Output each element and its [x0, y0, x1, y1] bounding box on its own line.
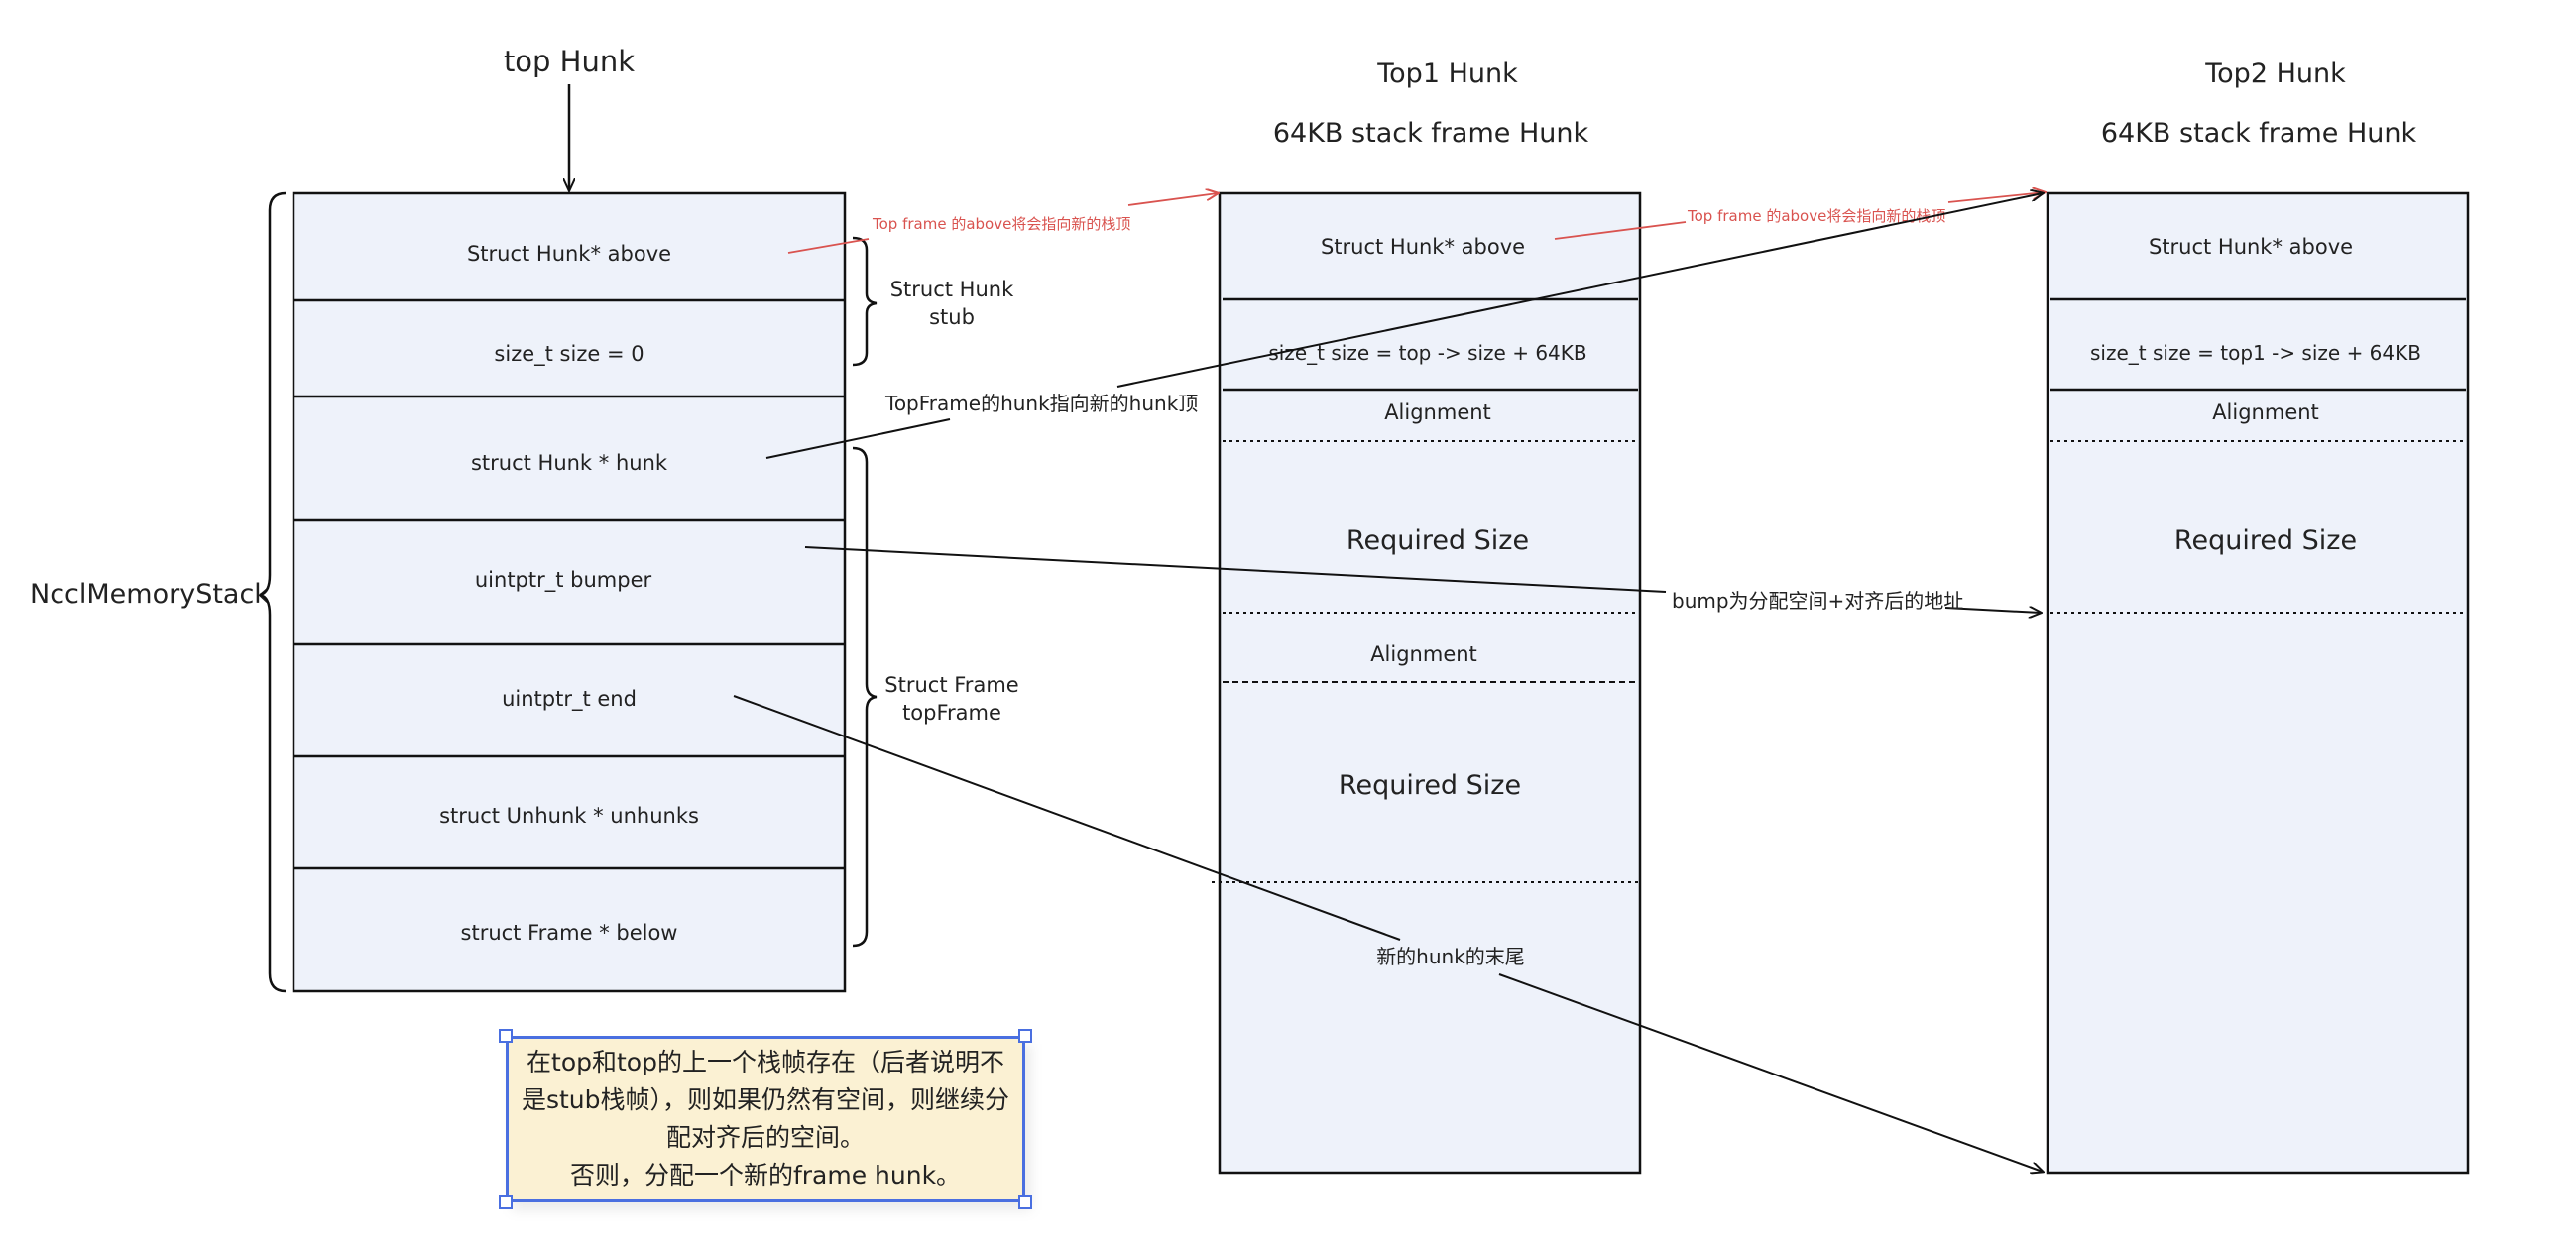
red-arrow-2b: [1947, 192, 2045, 203]
top1-cell-required-1: Required Size: [1347, 525, 1529, 556]
top1-subtitle: 64KB stack frame Hunk: [1273, 118, 1589, 149]
resize-handle-top-left[interactable]: [499, 1029, 513, 1043]
bump-arrow-b: [1944, 608, 2041, 613]
stub-brace-label-2: stub: [929, 305, 975, 329]
bump-arrow-a: [804, 546, 1667, 593]
red-arrow-1-label: Top frame 的above将会指向新的栈顶: [872, 215, 1130, 233]
top-hunk-label: top Hunk: [504, 45, 635, 78]
left-cell-above: Struct Hunk* above: [467, 242, 671, 266]
left-cell-unhunks: struct Unhunk * unhunks: [439, 804, 699, 828]
end-arrow-a: [733, 695, 1401, 941]
outer-brace: [259, 191, 287, 993]
hunk-arrow-label: TopFrame的hunk指向新的hunk顶: [884, 392, 1198, 415]
red-arrow-1b: [1127, 193, 1218, 206]
top2-cell-required: Required Size: [2174, 525, 2357, 556]
hunk-arrow-a: [765, 418, 951, 459]
top2-subtitle: 64KB stack frame Hunk: [2101, 118, 2417, 149]
stub-brace-label-1: Struct Hunk: [890, 278, 1014, 301]
top1-title: Top1 Hunk: [1376, 58, 1518, 89]
top1-hunk: Top1 Hunk 64KB stack frame Hunk Struct H…: [1212, 58, 1642, 1175]
left-cell-bumper: uintptr_t bumper: [475, 568, 652, 593]
left-stack: Struct Hunk* above size_t size = 0 struc…: [30, 45, 1019, 993]
top2-cell-size: size_t size = top1 -> size + 64KB: [2090, 341, 2421, 365]
frame-brace: [852, 446, 878, 948]
nccl-memory-stack-label: NcclMemoryStack: [30, 579, 270, 610]
resize-handle-bottom-right[interactable]: [1018, 1195, 1032, 1209]
top1-cell-size: size_t size = top -> size + 64KB: [1268, 341, 1586, 365]
top2-hunk: Top2 Hunk 64KB stack frame Hunk Struct H…: [2046, 58, 2470, 1175]
arrows: Top frame 的above将会指向新的栈顶 Top frame 的abov…: [733, 192, 2045, 1172]
top2-cell-above: Struct Hunk* above: [2149, 235, 2353, 259]
note-box[interactable]: 在top和top的上一个栈帧存在（后者说明不是stub栈帧），则如果仍然有空间，…: [506, 1036, 1025, 1202]
frame-brace-label-2: topFrame: [902, 701, 1001, 725]
red-arrow-2-label: Top frame 的above将会指向新的栈顶: [1687, 207, 1945, 225]
top1-cell-above: Struct Hunk* above: [1321, 235, 1525, 259]
left-cell-size: size_t size = 0: [494, 342, 644, 367]
left-cell-below: struct Frame * below: [461, 921, 678, 945]
left-cell-hunk: struct Hunk * hunk: [471, 451, 668, 475]
frame-brace-label-1: Struct Frame: [884, 673, 1018, 697]
red-arrow-2: [1554, 221, 1687, 240]
bump-arrow-label: bump为分配空间+对齐后的地址: [1672, 589, 1963, 613]
top2-title: Top2 Hunk: [2204, 58, 2346, 89]
top1-cell-alignment-1: Alignment: [1384, 400, 1491, 424]
top1-cell-hunk-end: 新的hunk的末尾: [1376, 945, 1525, 968]
note-text: 在top和top的上一个栈帧存在（后者说明不是stub栈帧），则如果仍然有空间，…: [521, 1048, 1010, 1189]
left-stack-box: [292, 191, 847, 993]
left-cell-end: uintptr_t end: [502, 687, 637, 712]
red-arrow-1: [787, 238, 870, 254]
hunk-arrow-b: [1116, 193, 2043, 388]
resize-handle-top-right[interactable]: [1018, 1029, 1032, 1043]
top2-cell-alignment: Alignment: [2212, 400, 2319, 424]
end-arrow-b: [1498, 973, 2043, 1172]
stub-brace: [852, 236, 878, 367]
top2-box: [2046, 191, 2470, 1175]
top1-cell-required-2: Required Size: [1339, 770, 1521, 801]
resize-handle-bottom-left[interactable]: [499, 1195, 513, 1209]
top1-cell-alignment-2: Alignment: [1370, 642, 1477, 666]
